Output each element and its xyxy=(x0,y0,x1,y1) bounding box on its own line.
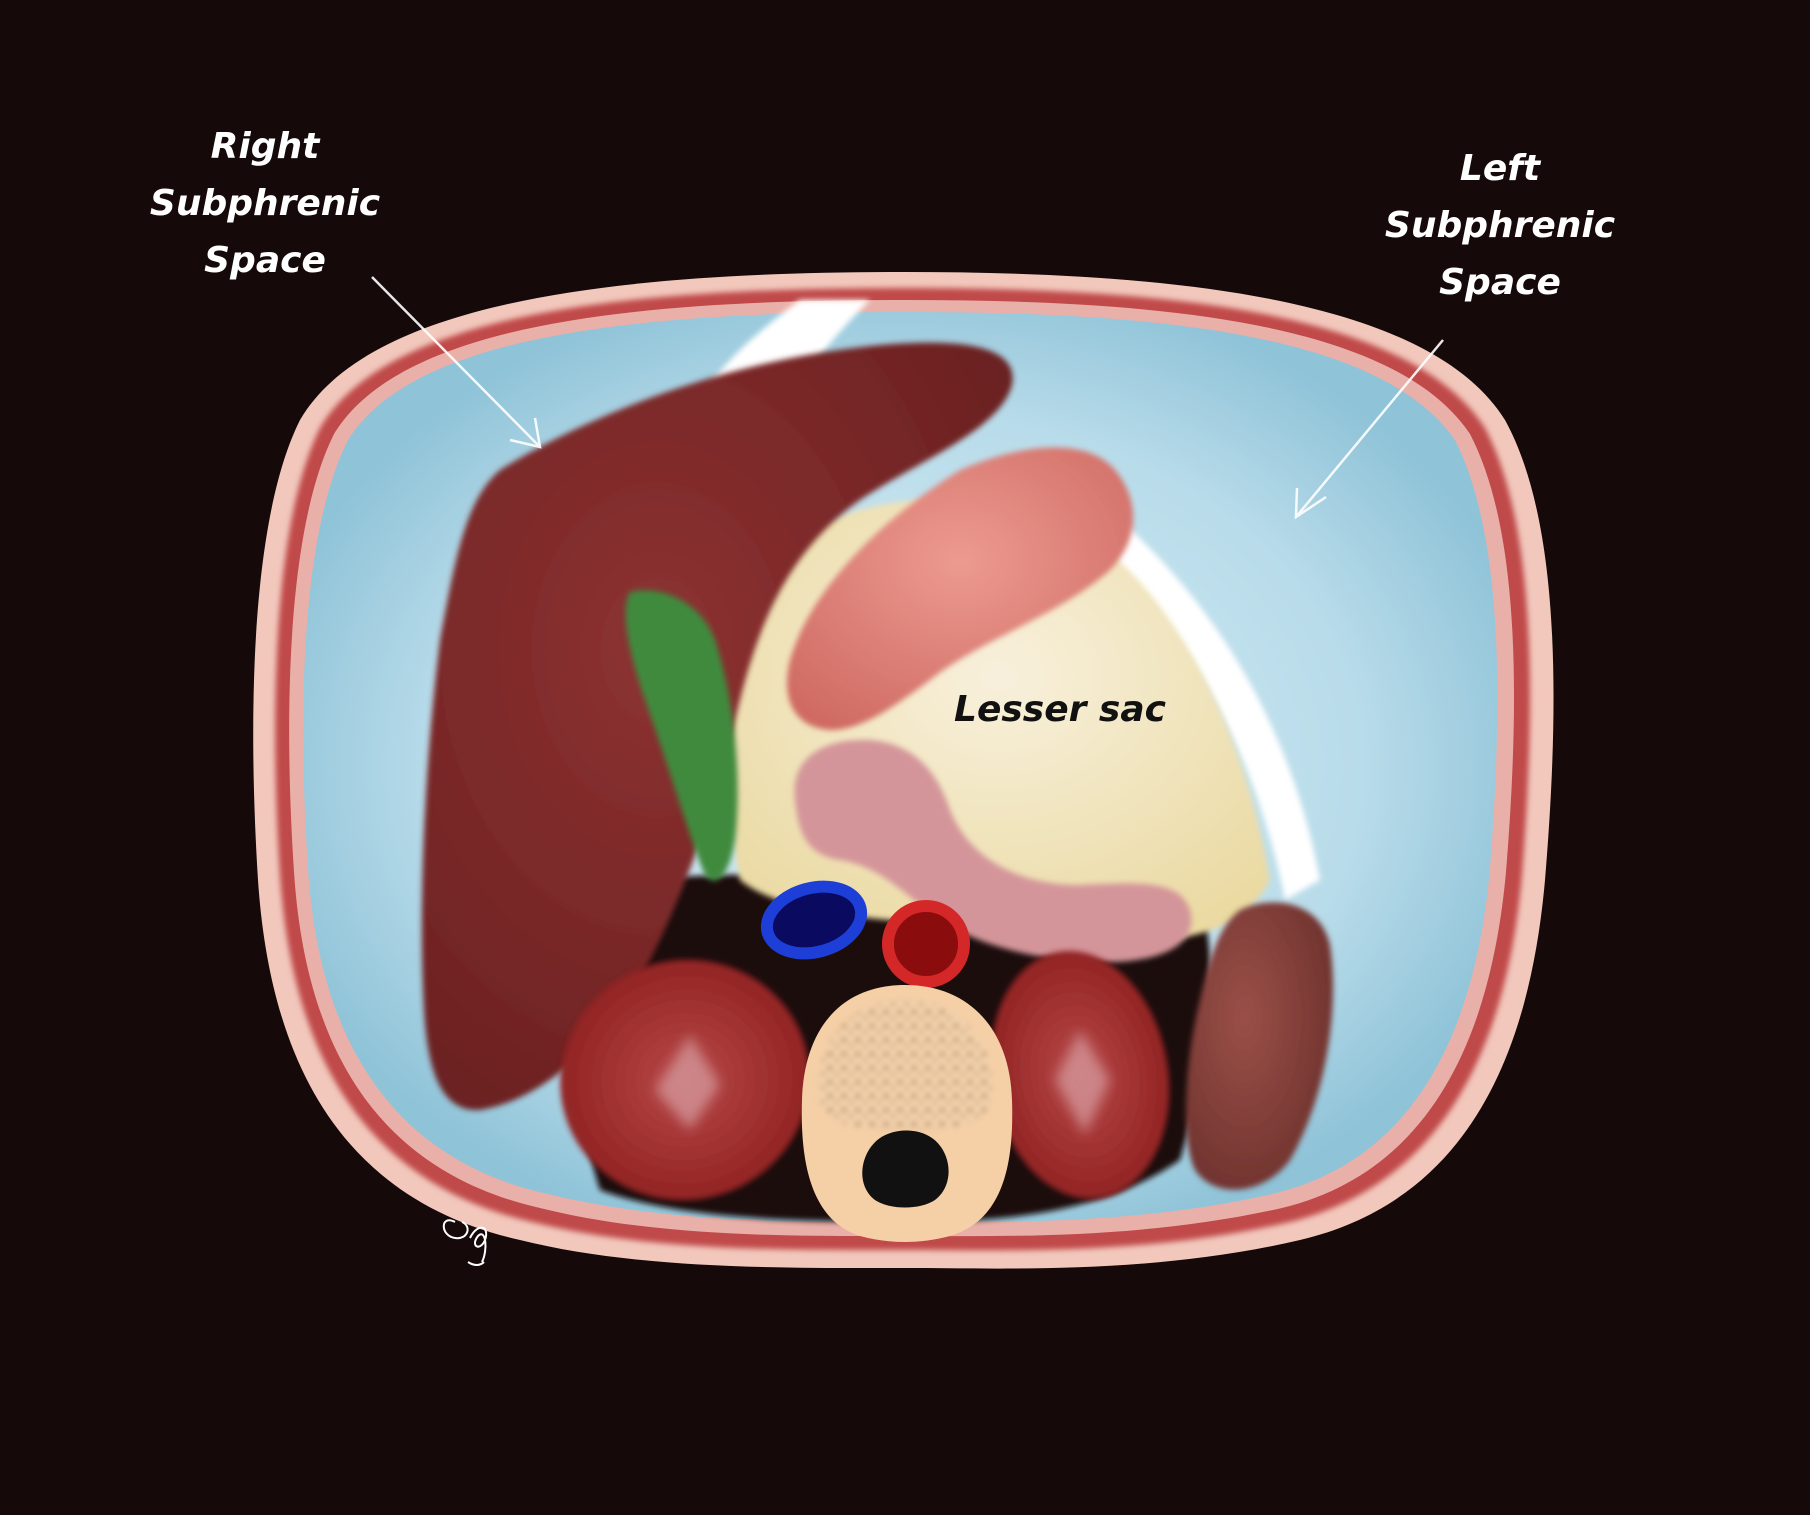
right-label-line-2: Subphrenic xyxy=(149,183,381,224)
pancreas xyxy=(794,739,1192,963)
aorta xyxy=(882,900,970,988)
left-label-line-2: Subphrenic xyxy=(1384,205,1616,246)
right-label-line-3: Space xyxy=(204,240,326,281)
left-kidney-sinus xyxy=(1055,1030,1110,1135)
spleen xyxy=(1185,902,1334,1190)
left-label-line-1: Left xyxy=(1459,148,1541,189)
right-subphrenic-space-label: Right Subphrenic Space xyxy=(115,118,415,289)
lesser-sac-label: Lesser sac xyxy=(954,689,1166,730)
vertebral-body-texture xyxy=(818,1000,993,1130)
left-subphrenic-space-label: Left Subphrenic Space xyxy=(1350,140,1650,311)
inferior-vena-cava xyxy=(760,880,868,960)
gallbladder xyxy=(625,590,738,881)
right-kidney-sinus xyxy=(655,1035,720,1130)
left-subphrenic-arrow xyxy=(1294,339,1444,520)
stomach xyxy=(786,447,1134,730)
right-subphrenic-arrow xyxy=(371,276,542,449)
spinal-canal xyxy=(862,1130,949,1208)
artist-signature xyxy=(442,1219,488,1266)
left-label-line-3: Space xyxy=(1439,262,1561,303)
right-label-line-1: Right xyxy=(210,126,320,167)
